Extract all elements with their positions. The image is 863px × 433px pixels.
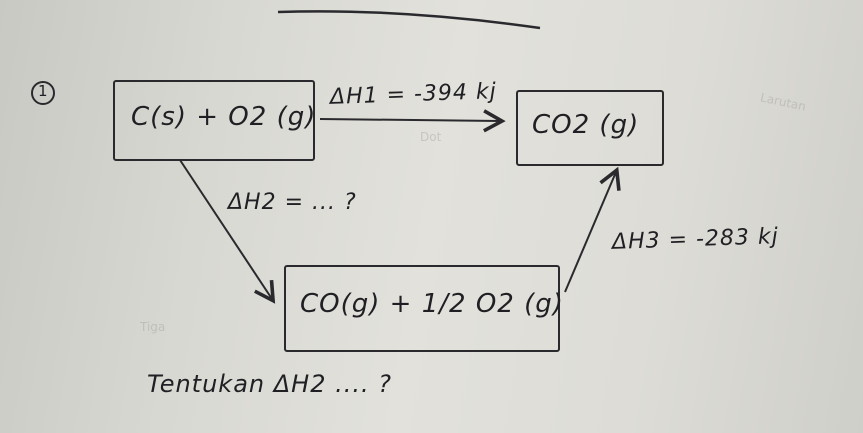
top-underline — [277, 10, 541, 30]
number-circle — [31, 81, 55, 105]
question-text: Tentukan ΔH2 .... ? — [147, 370, 392, 398]
dh2-label: ΔH2 = ... ? — [228, 190, 357, 215]
problem-number: 1 — [38, 82, 49, 100]
ghost-writing: Dot — [420, 130, 442, 144]
arrow-dh3 — [564, 166, 621, 293]
arrow-dh2 — [179, 159, 276, 304]
reactant-box: C(s) + O2 (g) — [113, 80, 315, 161]
arrow-dh1 — [319, 109, 506, 133]
product-text: CO2 (g) — [532, 110, 640, 140]
ghost-writing: Tiga — [140, 320, 166, 334]
intermediate-text: CO(g) + 1/2 O2 (g) — [300, 289, 564, 319]
product-box: CO2 (g) — [516, 90, 664, 166]
reactant-text: C(s) + O2 (g) — [131, 102, 317, 132]
intermediate-box: CO(g) + 1/2 O2 (g) — [284, 265, 563, 352]
